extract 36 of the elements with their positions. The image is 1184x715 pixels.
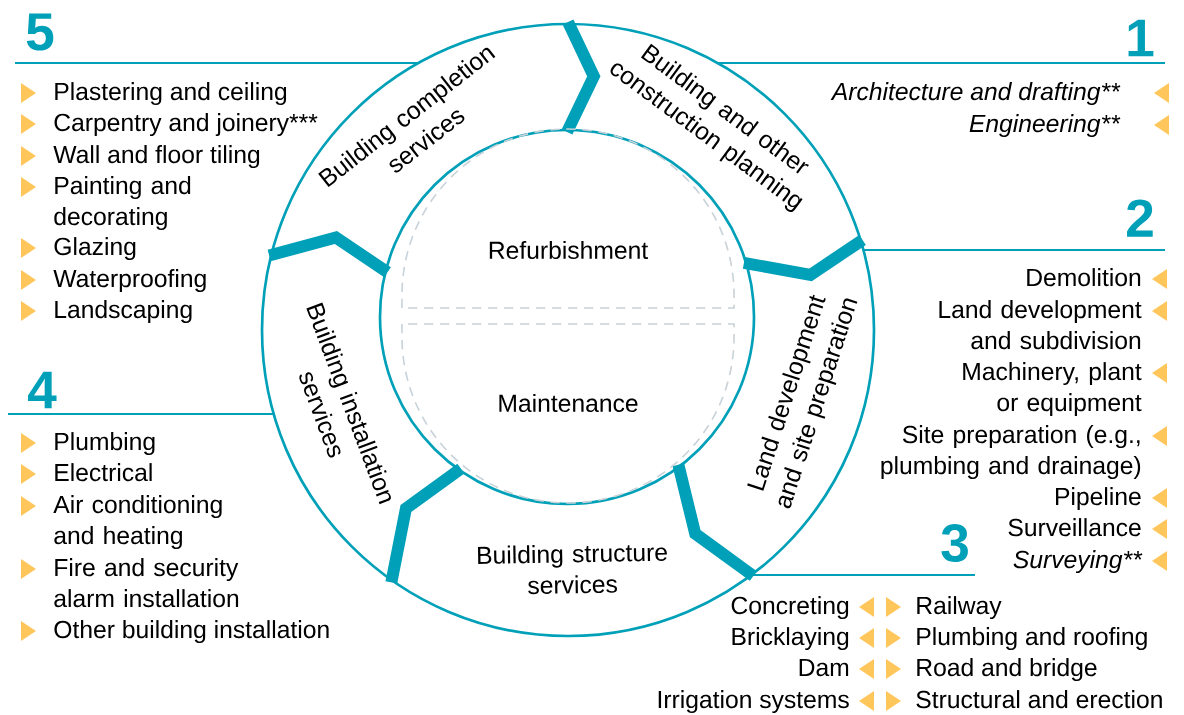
segment-label: Building structure services (478, 545, 667, 595)
list-item: Demolition (1027, 268, 1141, 287)
list-item: Machinery, plant or equipment (963, 362, 1142, 417)
list-item: Other building installation (54, 620, 329, 644)
list-item: Bricklaying (732, 627, 849, 651)
list-item: Fire and security alarm installation (54, 558, 239, 608)
list-item: Site preparation (e.g., plumbing and drainage) (881, 425, 1141, 480)
section-number: 1 (1128, 19, 1154, 57)
list-item: Plastering and ceiling (55, 82, 287, 106)
list-item: Architecture and drafting** (830, 82, 1121, 106)
list-item: Waterproofing (53, 269, 206, 293)
list-item: Structural and erection (916, 690, 1162, 709)
list-item: Concreting (731, 596, 849, 620)
list-item: Railway (917, 596, 1002, 620)
half-circle-area: Maintenance (401, 323, 735, 504)
list-item: Dam (799, 659, 849, 677)
list-item: Pipeline (1056, 487, 1141, 511)
list-item: Painting and decorating (54, 176, 191, 231)
section-number: 5 (26, 13, 54, 51)
list-item: Engineering** (969, 114, 1121, 138)
list-item: Land development and subdivision (939, 300, 1142, 350)
list-item: Electrical (55, 463, 152, 482)
list-item: Plumbing and roofing (917, 627, 1147, 651)
list-item: Irrigation systems (658, 690, 849, 714)
list-item: Surveillance (1008, 518, 1141, 537)
section-number: 2 (1127, 199, 1153, 237)
section-number: 4 (28, 371, 57, 409)
list-item: Wall and floor tiling (53, 145, 260, 169)
section-number: 3 (941, 524, 968, 562)
list-item: Landscaping (55, 300, 192, 324)
list-item: Surveying** (1013, 550, 1143, 574)
list-item: Air conditioning and heating (53, 495, 222, 550)
list-item: Plumbing (55, 432, 155, 456)
list-item: Road and bridge (917, 658, 1097, 682)
list-item: Carpentry and joinery*** (54, 113, 318, 137)
list-item: Glazing (54, 237, 136, 261)
